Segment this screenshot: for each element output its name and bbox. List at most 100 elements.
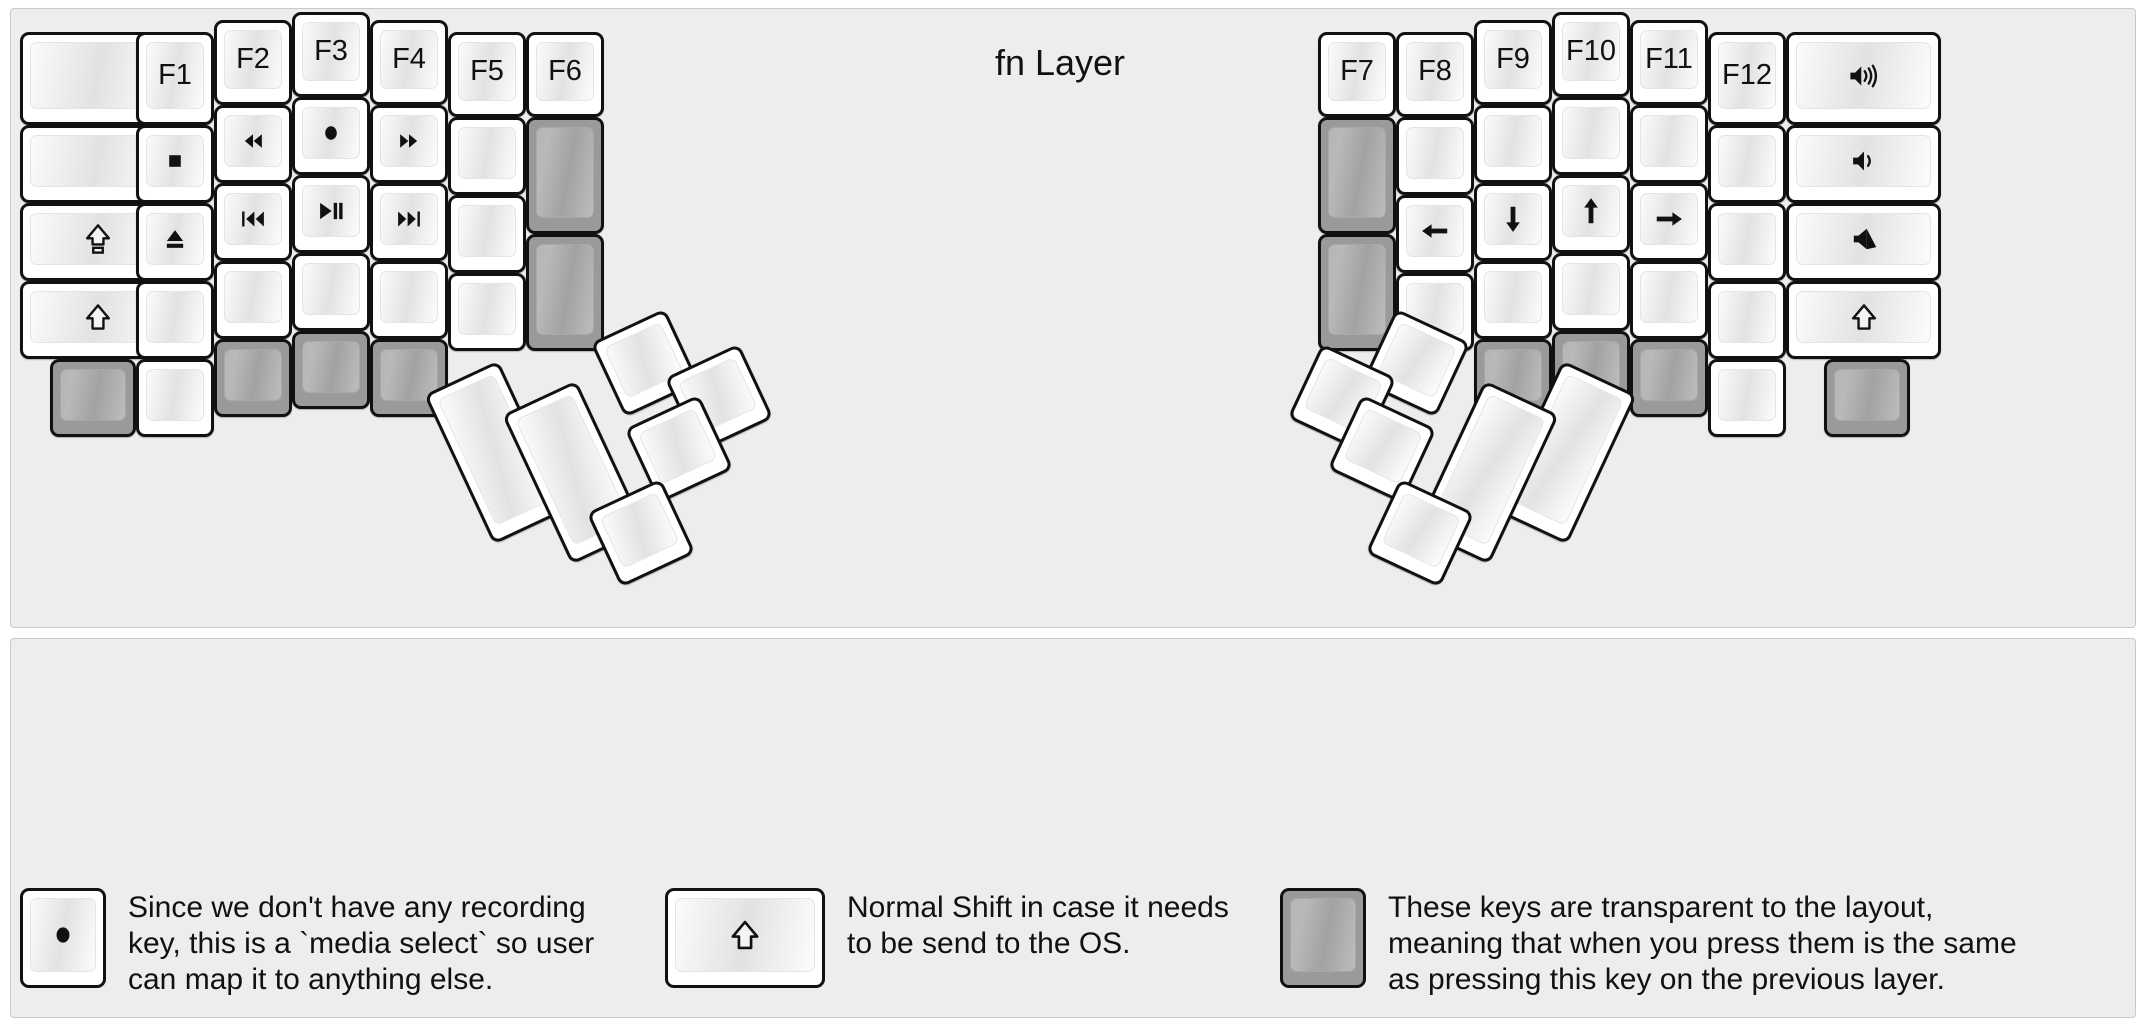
- caps-lock-icon: [81, 222, 115, 256]
- keycap[interactable]: [292, 97, 370, 175]
- volume-up-icon: [1847, 59, 1881, 93]
- keycap-face: [380, 271, 438, 323]
- keycap[interactable]: [214, 339, 292, 417]
- keycap[interactable]: [1552, 253, 1630, 331]
- play-pause-icon: [314, 194, 348, 228]
- keycap[interactable]: [1630, 105, 1708, 183]
- rewind-icon: [236, 124, 270, 158]
- keycap-label: F7: [1340, 55, 1374, 87]
- keycap-face: [1406, 127, 1464, 179]
- keycap[interactable]: [1708, 281, 1786, 359]
- keycap-face: [1640, 349, 1698, 401]
- keycap-face: F3: [302, 22, 360, 81]
- keycap-label: F10: [1566, 35, 1616, 67]
- legend-description: These keys are transparent to the layout…: [1388, 891, 2017, 996]
- keycap[interactable]: F6: [526, 32, 604, 117]
- keycap[interactable]: [292, 175, 370, 253]
- keycap-face: [1484, 349, 1542, 401]
- keycap[interactable]: [448, 273, 526, 351]
- keycap[interactable]: [1318, 234, 1396, 351]
- keycap[interactable]: [292, 331, 370, 409]
- keycap[interactable]: F9: [1474, 20, 1552, 105]
- keycap[interactable]: [1708, 125, 1786, 203]
- keycap[interactable]: [1630, 183, 1708, 261]
- keycap-label: F11: [1645, 43, 1693, 75]
- legend-description: Normal Shift in case it needs to be send…: [847, 891, 1229, 960]
- keycap-face: [458, 127, 516, 179]
- keycap[interactable]: [370, 105, 448, 183]
- keycap[interactable]: [1708, 359, 1786, 437]
- keycap[interactable]: F10: [1552, 12, 1630, 97]
- keycap-face: [224, 115, 282, 167]
- keycap[interactable]: [526, 117, 604, 234]
- keycap-face: [224, 271, 282, 323]
- keycap-face: [302, 341, 360, 393]
- keycap[interactable]: [214, 261, 292, 339]
- keycap[interactable]: [1474, 261, 1552, 339]
- legend-description: Since we don't have any recording key, t…: [128, 891, 595, 996]
- keycap[interactable]: [1630, 261, 1708, 339]
- keycap[interactable]: [1786, 32, 1941, 125]
- keycap-face: [536, 127, 594, 218]
- keycap-label: F9: [1496, 43, 1530, 75]
- keycap[interactable]: F4: [370, 20, 448, 105]
- keycap-face: [380, 115, 438, 167]
- keycap[interactable]: F11: [1630, 20, 1708, 105]
- keycap-face: [146, 369, 204, 421]
- keycap[interactable]: [1474, 105, 1552, 183]
- keycap-face: F4: [380, 30, 438, 89]
- prev-track-icon: [236, 202, 270, 236]
- keycap-face: [224, 349, 282, 401]
- keycap-face: [60, 369, 126, 421]
- keycap[interactable]: [1396, 195, 1474, 273]
- keycap-face: [1718, 369, 1776, 421]
- keycap[interactable]: [292, 253, 370, 331]
- arrow-right-icon: [1652, 202, 1686, 236]
- keycap[interactable]: [1786, 125, 1941, 203]
- keycap-face: F1: [146, 42, 204, 109]
- keycap[interactable]: [1552, 175, 1630, 253]
- arrow-left-icon: [1418, 214, 1452, 248]
- keycap[interactable]: [526, 234, 604, 351]
- keycap[interactable]: [50, 359, 136, 437]
- keycap-face: F7: [1328, 42, 1386, 101]
- keycap-label: F2: [236, 43, 270, 75]
- keycap[interactable]: [1786, 203, 1941, 281]
- keycap-face: F9: [1484, 30, 1542, 89]
- keycap[interactable]: [1708, 203, 1786, 281]
- keycap-face: F2: [224, 30, 282, 89]
- legend-sample-key: [1280, 888, 1366, 988]
- keycap-face: [146, 291, 204, 343]
- arrow-up-icon: [1574, 194, 1608, 228]
- keycap[interactable]: [448, 195, 526, 273]
- keycap[interactable]: [1552, 97, 1630, 175]
- keycap[interactable]: [214, 183, 292, 261]
- keycap[interactable]: F12: [1708, 32, 1786, 125]
- shift-arrow-icon: [1847, 300, 1881, 334]
- keycap-face: [1562, 107, 1620, 159]
- keycap[interactable]: [1474, 183, 1552, 261]
- keycap[interactable]: [370, 183, 448, 261]
- keycap[interactable]: [136, 359, 214, 437]
- keycap[interactable]: F8: [1396, 32, 1474, 117]
- keycap[interactable]: [1630, 339, 1708, 417]
- keycap[interactable]: [370, 261, 448, 339]
- keycap-face: [1796, 42, 1931, 109]
- keycap[interactable]: [136, 203, 214, 281]
- keycap[interactable]: F5: [448, 32, 526, 117]
- keycap[interactable]: F3: [292, 12, 370, 97]
- keycap[interactable]: [1824, 359, 1910, 437]
- keycap[interactable]: [136, 125, 214, 203]
- keycap[interactable]: [136, 281, 214, 359]
- keycap[interactable]: F1: [136, 32, 214, 125]
- keycap[interactable]: [1318, 117, 1396, 234]
- keycap-face: [1640, 271, 1698, 323]
- keycap-face: [1484, 193, 1542, 245]
- keycap[interactable]: [214, 105, 292, 183]
- keycap[interactable]: [1396, 117, 1474, 195]
- keycap[interactable]: [448, 117, 526, 195]
- keycap[interactable]: F7: [1318, 32, 1396, 117]
- keycap[interactable]: F2: [214, 20, 292, 105]
- keycap[interactable]: [1786, 281, 1941, 359]
